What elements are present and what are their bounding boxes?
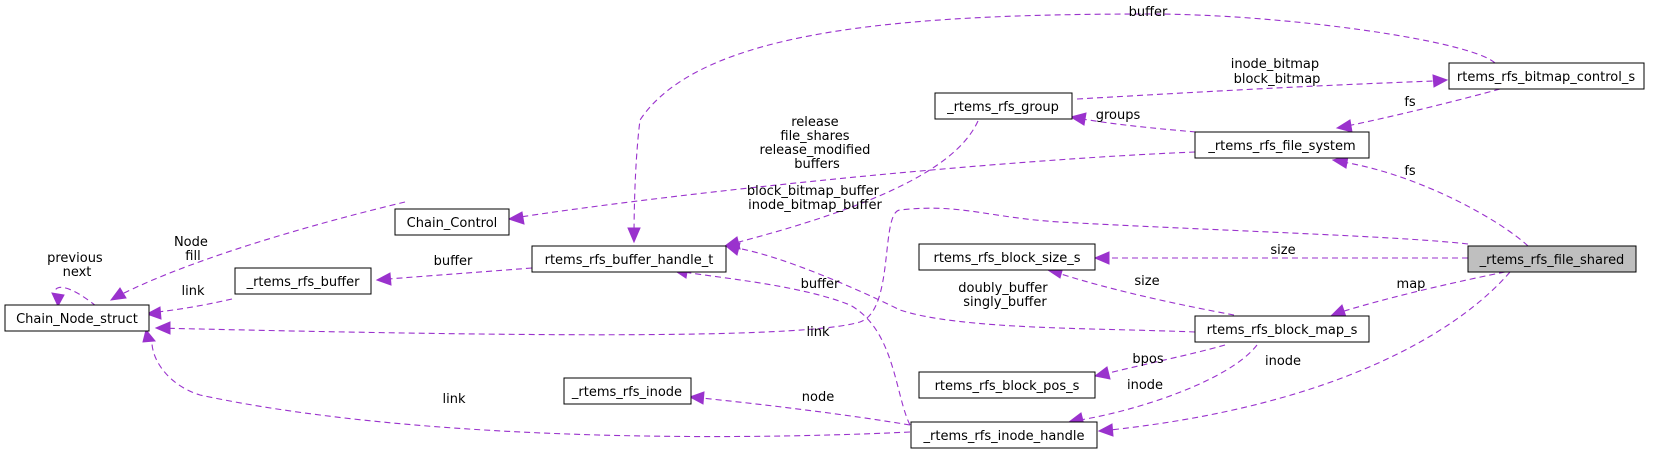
edge-label-size-map: size [1134,274,1159,289]
edge-inode-handle-to-rfs-inode [688,391,911,426]
edge-block-map-to-buffer-handle [724,242,1196,333]
svg-text:buffer: buffer [1129,5,1168,20]
edge-label-link-shared: link [807,325,830,340]
svg-text:link: link [182,284,205,299]
edge-shared-to-chain-node-link [154,207,1469,336]
node-rtems-rfs-file-system[interactable]: _rtems_rfs_file_system [1194,131,1370,159]
edge-label-inode-block-bitmap: inode_bitmap block_bitmap [1231,57,1324,87]
svg-text:rtems_rfs_block_map_s: rtems_rfs_block_map_s [1207,323,1358,338]
svg-text:map: map [1397,277,1426,292]
edge-label-doubly-singly: doubly_buffer singly_buffer [958,281,1051,310]
edge-file-system-to-chain-control [507,151,1196,225]
edge-bitmap-control-to-file-system [1335,88,1501,133]
svg-text:buffer: buffer [434,254,473,269]
edge-label-node: node [802,390,834,405]
edge-label-buffer-mid: buffer [434,254,473,269]
edge-label-link-inode: link [443,392,466,407]
edge-chain-node-self-loop [51,286,97,308]
svg-text:size: size [1134,274,1159,289]
svg-text:block_bitmap_buffer inod: block_bitmap_buffer inode_bitmap_buffer [747,184,883,213]
svg-text:_rtems_rfs_group: _rtems_rfs_group [946,100,1059,115]
svg-text:_rtems_rfs_inode_handle: _rtems_rfs_inode_handle [923,429,1085,444]
svg-text:_rtems_rfs_file_system: _rtems_rfs_file_system [1207,139,1355,154]
edge-label-buffer-inode: buffer [801,277,840,292]
svg-text:previous next: previous next [47,251,107,280]
edge-label-inode-map: inode [1127,378,1163,393]
edge-group-to-bitmap-control [1076,74,1449,100]
edge-shared-to-file-system [1331,155,1529,247]
svg-text:buffer: buffer [801,277,840,292]
svg-text:_rtems_rfs_buffer: _rtems_rfs_buffer [246,275,361,290]
node-chain-control[interactable]: Chain_Control [394,208,510,236]
svg-text:size: size [1270,243,1295,258]
edge-file-system-to-group [1069,112,1197,133]
svg-text:rtems_rfs_buffer_handle_t: rtems_rfs_buffer_handle_t [545,253,714,268]
svg-text:inode: inode [1127,378,1163,393]
svg-text:link: link [807,325,830,340]
edge-label-previous-next: previous next [47,251,107,280]
edge-label-buffer-top: buffer [1129,5,1168,20]
node-rtems-rfs-bitmap-control[interactable]: rtems_rfs_bitmap_control_s [1448,62,1645,90]
edge-label-bpos: bpos [1132,352,1163,367]
edge-label-fs-bitmap: fs [1404,95,1416,110]
svg-text:inode: inode [1265,354,1301,369]
svg-text:inode_bitmap block_bitma: inode_bitmap block_bitmap [1231,57,1324,87]
edge-chain-control-to-chain-node [109,201,406,301]
node-rtems-rfs-block-map[interactable]: rtems_rfs_block_map_s [1194,315,1370,343]
svg-text:Node fill: Node fill [174,235,212,264]
svg-text:_rtems_rfs_file_shared: _rtems_rfs_file_shared [1479,253,1625,268]
node-rtems-rfs-group[interactable]: _rtems_rfs_group [934,92,1073,120]
edge-label-inode-shared: inode [1265,354,1301,369]
node-rtems-rfs-file-shared[interactable]: _rtems_rfs_file_shared [1467,245,1637,273]
edge-label-fs-shared: fs [1404,164,1416,179]
svg-text:bpos: bpos [1132,352,1163,367]
edge-inode-handle-to-chain-node [142,328,911,438]
svg-text:rtems_rfs_block_size_s: rtems_rfs_block_size_s [933,251,1080,266]
svg-text:fs: fs [1404,95,1416,110]
edge-rfs-buffer-to-chain-node [145,298,233,320]
svg-text:doubly_buffer singly_buf: doubly_buffer singly_buffer [958,281,1051,310]
edge-label-chain-control: release file_shares release_modified buf… [760,115,875,172]
edge-label-groups: groups [1096,108,1141,123]
svg-text:Chain_Node_struct: Chain_Node_struct [16,312,138,327]
edge-label-link-buffer: link [182,284,205,299]
node-rtems-rfs-inode[interactable]: _rtems_rfs_inode [563,377,692,405]
edge-label-group-buffers: block_bitmap_buffer inode_bitmap_buffer [747,184,883,213]
svg-text:_rtems_rfs_inode: _rtems_rfs_inode [571,385,682,400]
edge-label-node-fill: Node fill [174,235,212,264]
node-rtems-rfs-buffer-handle[interactable]: rtems_rfs_buffer_handle_t [531,245,727,273]
edge-buffer-handle-to-rfs-buffer [375,267,533,286]
svg-text:rtems_rfs_block_pos_s: rtems_rfs_block_pos_s [935,379,1080,394]
node-rtems-rfs-buffer[interactable]: _rtems_rfs_buffer [234,267,372,295]
svg-text:link: link [443,392,466,407]
edge-label-map: map [1397,277,1426,292]
edge-label-size-shared: size [1270,243,1295,258]
edge-shared-to-block-map [1329,271,1506,318]
edge-block-map-to-block-pos [1093,344,1226,380]
edge-shared-to-block-size [1093,251,1468,265]
svg-text:node: node [802,390,834,405]
node-rtems-rfs-block-pos[interactable]: rtems_rfs_block_pos_s [918,371,1096,399]
svg-text:rtems_rfs_bitmap_control_s: rtems_rfs_bitmap_control_s [1457,70,1635,85]
svg-text:Chain_Control: Chain_Control [407,216,498,231]
edge-shared-to-inode-handle [1097,271,1511,437]
edge-bitmap-control-to-buffer-handle [627,13,1496,244]
node-rtems-rfs-block-size[interactable]: rtems_rfs_block_size_s [918,243,1096,271]
svg-text:fs: fs [1404,164,1416,179]
node-rtems-rfs-inode-handle[interactable]: _rtems_rfs_inode_handle [910,421,1098,449]
svg-text:release file_shares: release file_shares release_modified buf… [760,115,875,172]
edge-inode-handle-to-buffer-handle [672,265,911,426]
node-chain-node-struct[interactable]: Chain_Node_struct [4,304,150,332]
svg-text:groups: groups [1096,108,1141,123]
